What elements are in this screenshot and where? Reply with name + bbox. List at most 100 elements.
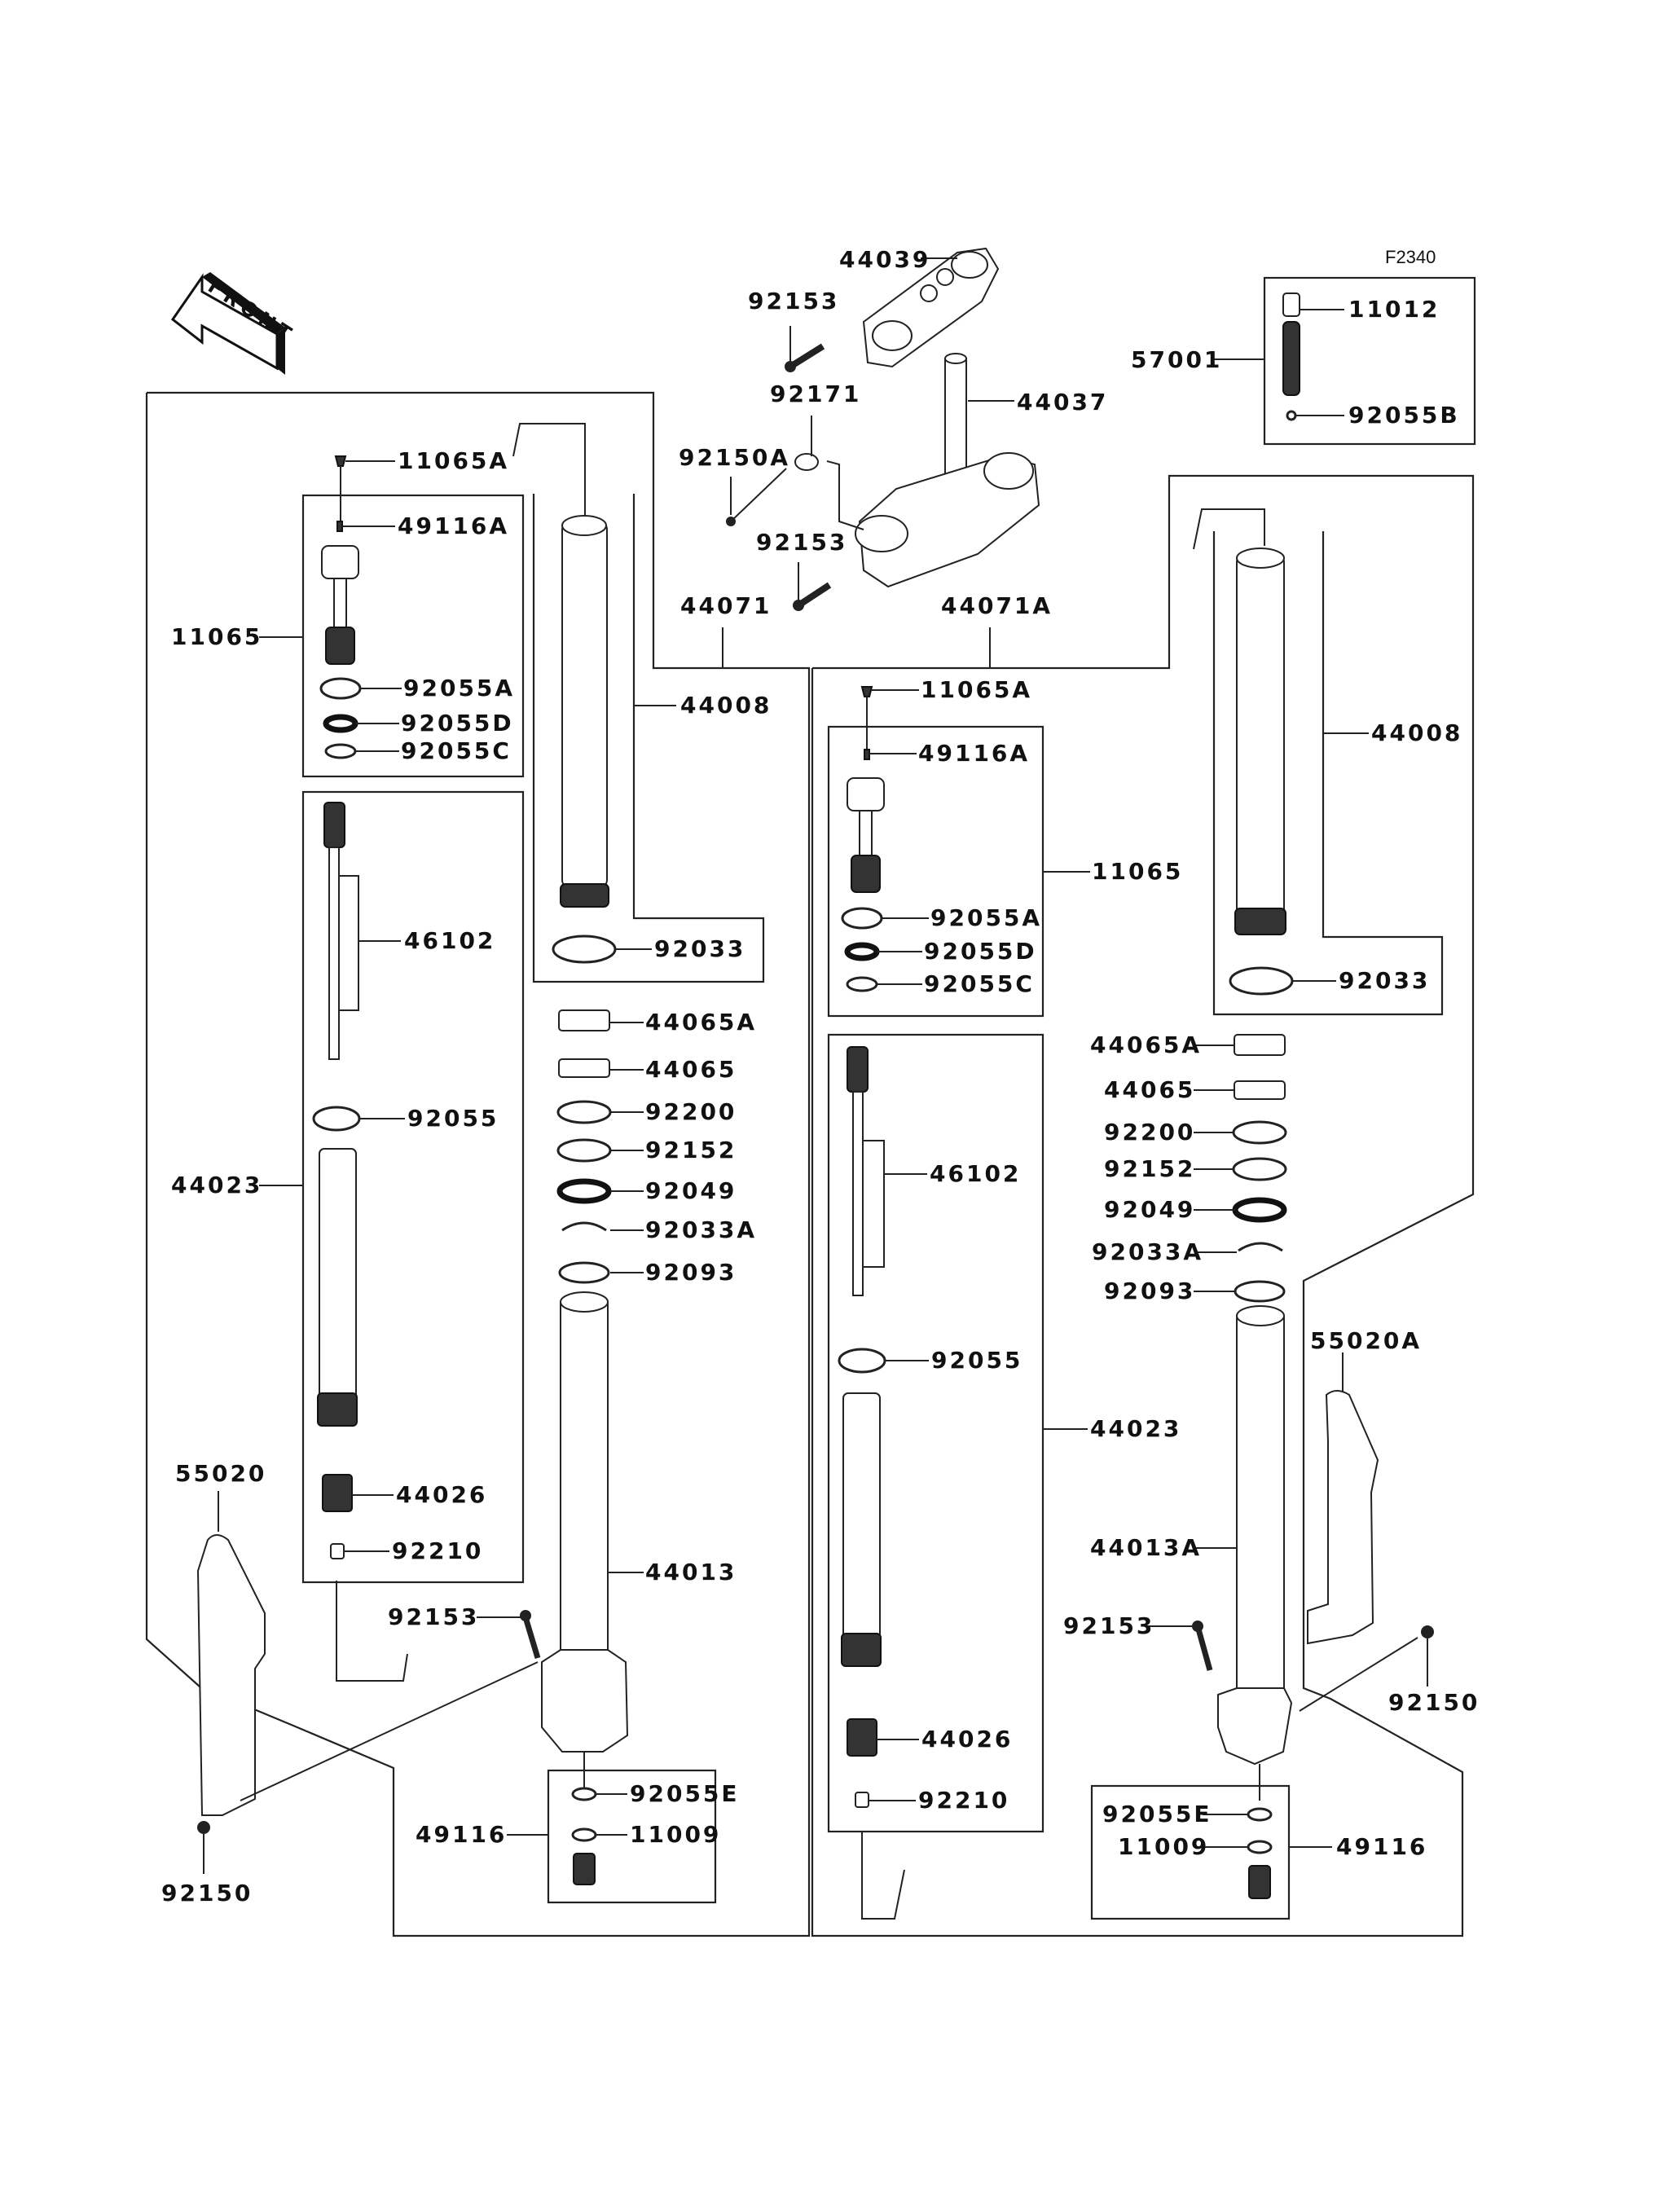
part-label[interactable]: 44023: [171, 1172, 263, 1198]
part-label[interactable]: 49116A: [398, 512, 510, 539]
part-label[interactable]: 44065A: [1090, 1031, 1203, 1058]
part-label[interactable]: 92200: [645, 1098, 737, 1125]
part-label[interactable]: 92093: [1104, 1278, 1196, 1304]
bushing-a: [558, 1009, 610, 1031]
part-label[interactable]: 92200: [1104, 1119, 1196, 1146]
fork-guard: [196, 1534, 266, 1816]
part-label[interactable]: 92055E: [630, 1780, 740, 1807]
left-fork-frame: [145, 391, 811, 1937]
part-label[interactable]: 92055C: [924, 970, 1035, 997]
axle-bracket: [541, 1649, 629, 1753]
part-label[interactable]: 92049: [1104, 1196, 1196, 1223]
part-label[interactable]: 11065: [1092, 858, 1184, 885]
outer-tube: [561, 521, 608, 889]
bolt-icon: [785, 343, 825, 372]
part-label[interactable]: 92150: [161, 1880, 253, 1907]
part-label[interactable]: 92055D: [924, 938, 1037, 965]
part-label[interactable]: 55020A: [1310, 1327, 1423, 1354]
part-label[interactable]: 55020: [175, 1460, 267, 1487]
bottom-screw-icon: [573, 1853, 596, 1885]
part-label[interactable]: 11065: [171, 623, 263, 650]
part-label[interactable]: 44071A: [941, 592, 1053, 619]
spring-icon: [322, 1474, 353, 1512]
part-label[interactable]: 92055: [931, 1347, 1023, 1374]
nut-icon: [330, 1543, 345, 1559]
part-label[interactable]: 11009: [1118, 1833, 1210, 1860]
valve-kit-box: [1263, 276, 1476, 446]
part-label[interactable]: 46102: [404, 927, 496, 954]
cable-clamp: [794, 453, 819, 471]
part-label[interactable]: 92152: [645, 1137, 737, 1163]
part-label[interactable]: 92210: [392, 1537, 484, 1564]
part-label[interactable]: 92055E: [1102, 1801, 1212, 1827]
part-label[interactable]: 92055A: [403, 675, 516, 701]
part-label[interactable]: 92171: [770, 380, 862, 407]
part-label[interactable]: 44039: [839, 246, 931, 273]
guard-bolt-icon: [197, 1821, 210, 1834]
part-label[interactable]: 92049: [645, 1177, 737, 1204]
upper-triple-clamp: [862, 247, 1000, 368]
lower-triple-clamp: [855, 452, 1040, 588]
part-label[interactable]: 92033: [654, 935, 746, 962]
screw-icon: [336, 521, 343, 532]
part-label[interactable]: 44013A: [1090, 1534, 1203, 1561]
part-label[interactable]: 44037: [1017, 389, 1109, 416]
part-label[interactable]: 92055C: [401, 737, 512, 764]
bushing: [558, 1058, 610, 1078]
part-label[interactable]: 44065: [1104, 1076, 1196, 1103]
part-label[interactable]: 92055B: [1348, 402, 1460, 429]
part-label[interactable]: 92153: [388, 1603, 480, 1630]
valve-cap: [1282, 292, 1300, 317]
part-label[interactable]: 44065: [645, 1056, 737, 1083]
part-label[interactable]: 92150A: [679, 444, 791, 471]
fork-guard: [1307, 1390, 1379, 1645]
part-label[interactable]: 92033A: [1092, 1238, 1204, 1265]
part-label[interactable]: 92055: [407, 1105, 499, 1132]
part-label[interactable]: 49116: [416, 1821, 508, 1848]
part-label[interactable]: 92055D: [401, 710, 514, 737]
part-label[interactable]: 92210: [918, 1787, 1010, 1814]
part-label[interactable]: 44008: [680, 692, 772, 719]
part-label[interactable]: 92093: [645, 1259, 737, 1286]
left-outer-tube-box: [532, 494, 765, 983]
front-arrow-icon: [170, 272, 285, 375]
axle-bolt-icon: [522, 1616, 541, 1660]
cap-bolt-icon: [860, 686, 873, 697]
part-label[interactable]: 92033: [1339, 967, 1431, 994]
right-fork-frame: [811, 474, 1475, 1937]
part-label[interactable]: 44023: [1090, 1415, 1182, 1442]
part-label[interactable]: 92153: [748, 288, 840, 314]
part-label[interactable]: 92033A: [645, 1216, 758, 1243]
left-cartridge-box: [301, 790, 525, 1584]
valve-body: [1282, 321, 1300, 396]
part-label[interactable]: 44071: [680, 592, 772, 619]
part-label[interactable]: 44026: [921, 1726, 1014, 1753]
cap-bolt-icon: [334, 455, 347, 467]
left-cap-box: [301, 494, 525, 778]
part-label[interactable]: 44008: [1371, 719, 1463, 746]
right-cartridge-box: [827, 1033, 1045, 1833]
part-label[interactable]: 49116A: [918, 740, 1031, 767]
part-label[interactable]: 11065A: [398, 447, 510, 474]
right-outer-tube-box: [1212, 531, 1444, 1016]
part-label[interactable]: 44065A: [645, 1009, 758, 1036]
part-label[interactable]: 92153: [1063, 1612, 1155, 1639]
part-label[interactable]: 11009: [630, 1821, 722, 1848]
part-label[interactable]: 44026: [396, 1481, 488, 1508]
part-label[interactable]: 44013: [645, 1559, 737, 1585]
part-label[interactable]: 46102: [930, 1160, 1022, 1187]
screw-icon: [864, 749, 870, 760]
right-bottom-box: [1090, 1784, 1291, 1920]
part-label[interactable]: 11065A: [921, 676, 1033, 703]
part-label[interactable]: 92055A: [930, 904, 1043, 931]
part-label[interactable]: 49116: [1336, 1833, 1428, 1860]
part-label[interactable]: 57001: [1131, 346, 1223, 373]
part-label[interactable]: 92150: [1388, 1689, 1480, 1716]
cartridge-tube: [319, 1148, 357, 1418]
part-label[interactable]: 11012: [1348, 296, 1440, 323]
part-label[interactable]: 92152: [1104, 1155, 1196, 1182]
bolt-icon: [793, 582, 832, 611]
part-label[interactable]: 92153: [756, 529, 848, 556]
